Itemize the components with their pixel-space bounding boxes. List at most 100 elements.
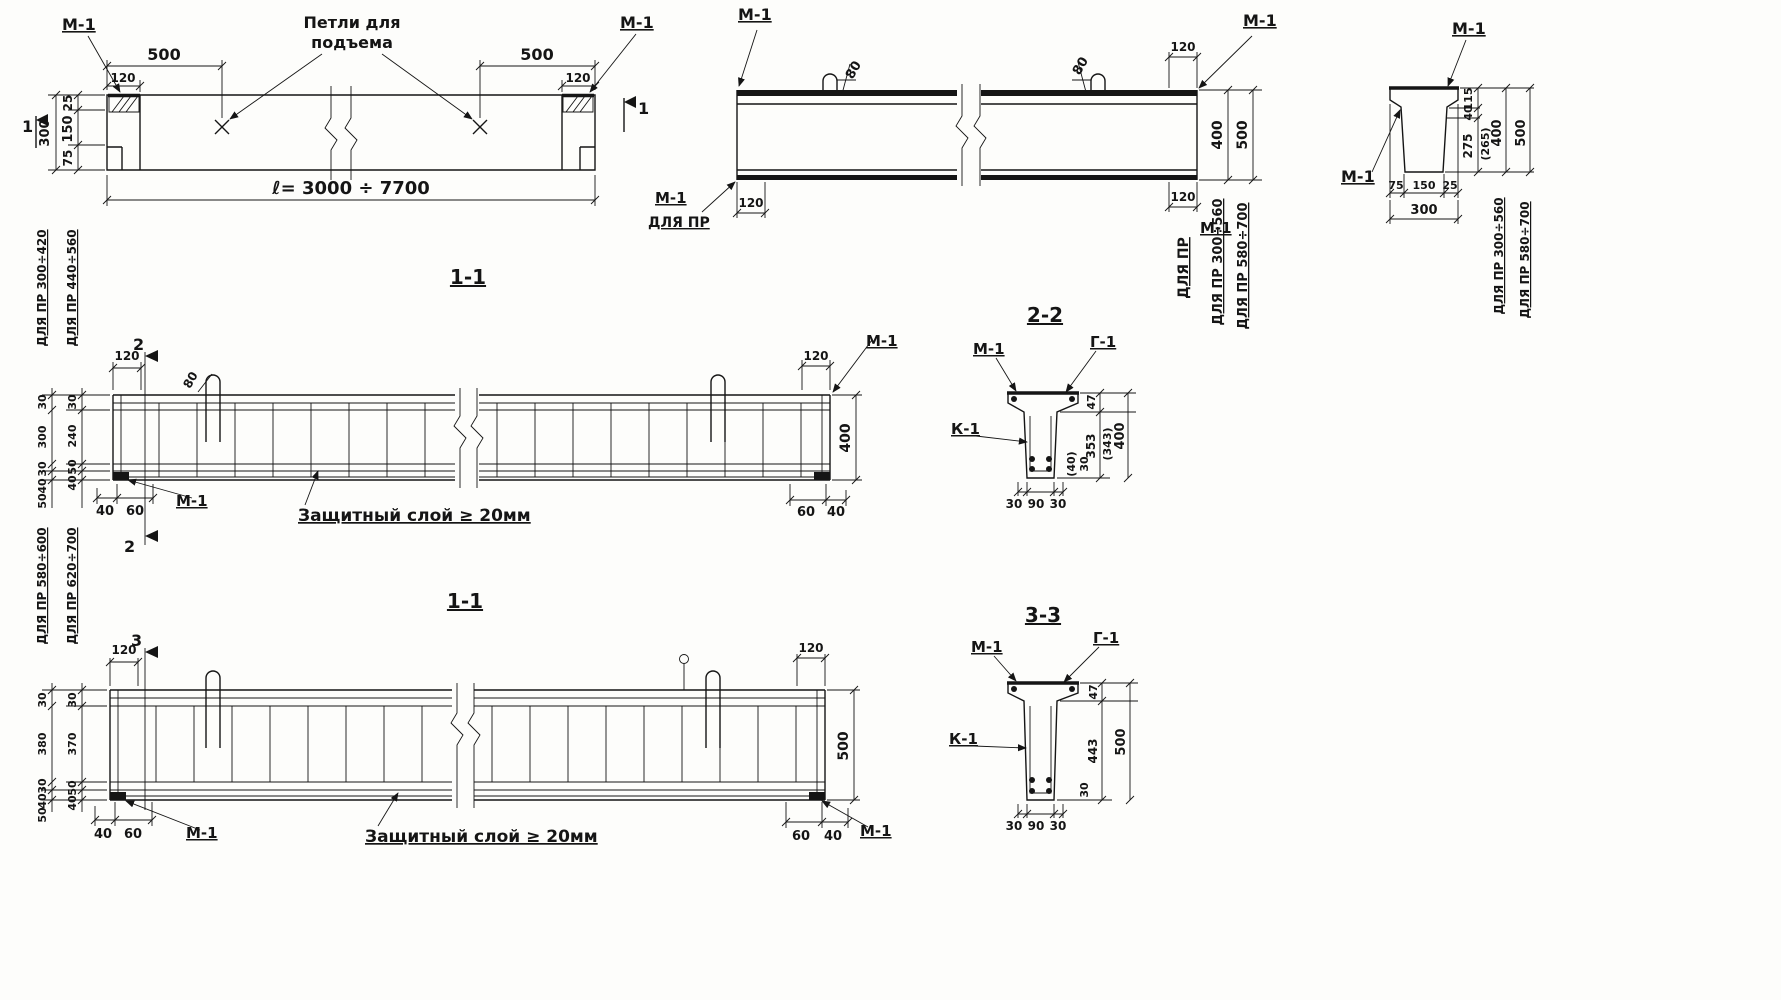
protective-layer-note: Защитный слой ≥ 20мм: [298, 506, 531, 526]
dim-90: 90: [1028, 497, 1045, 511]
lifting-loops: [205, 670, 721, 748]
m1-label: М-1: [1452, 19, 1486, 38]
dim-120: 120: [114, 349, 139, 363]
leader-m1-bottom-left: [125, 800, 201, 831]
range-label: ДЛЯ ПР 300÷560: [1492, 197, 1506, 314]
section-1-1-lower-drawing: 1-1 3 120 120 500 40 60 М-1 Защитный сло…: [35, 527, 892, 847]
section-outline: [1007, 682, 1079, 801]
leader-loop-left: [229, 53, 323, 120]
dimension-lines: [1390, 88, 1531, 220]
rebar-dot: [1046, 466, 1052, 472]
dim-50: 50: [36, 493, 49, 509]
rebar-dot: [1029, 456, 1035, 462]
dim-47: 47: [1085, 394, 1098, 409]
dimension-lines: [55, 65, 595, 201]
m1-label: М-1: [738, 5, 772, 24]
dim-40: 40: [66, 475, 79, 491]
leader-m1-top-right: [832, 339, 873, 393]
leader-k1: [973, 744, 1027, 752]
stirrup-inner: [1029, 706, 1052, 794]
m1-label: М-1: [186, 824, 218, 842]
leader-m1: [995, 357, 1017, 392]
stirrups: [158, 403, 802, 477]
dim-40: 40: [824, 829, 842, 844]
dim-30: 30: [36, 692, 49, 708]
dim-30: 30: [1050, 497, 1067, 511]
dim-25: 25: [61, 95, 75, 112]
loop-dim-gadget: [197, 373, 213, 393]
side-view-drawing: М-1 М-1 Петли для подъема 500 500 120 12…: [22, 13, 654, 206]
stirrups: [155, 706, 797, 782]
g1-label: Г-1: [1093, 629, 1119, 647]
section-outline: [1389, 87, 1459, 173]
m1-label: М-1: [860, 822, 892, 840]
dim-40: 40: [827, 505, 845, 520]
section3-flag-top: [145, 646, 158, 658]
section-1-1-upper-drawing: 1-1 2 2 120 80 М-1 120 400 40 60 М-1 Защ…: [35, 229, 898, 556]
rebar-dot: [1046, 777, 1052, 783]
extension-lines: [1389, 87, 1534, 224]
dim-40: 40: [36, 478, 49, 494]
leader-m1-top: [1447, 39, 1467, 87]
leader-k1: [975, 435, 1028, 445]
section1-flag-right: [624, 96, 636, 108]
k1-label: К-1: [949, 730, 978, 748]
dim-120: 120: [738, 196, 763, 210]
lifting-loop-marks: [214, 119, 488, 135]
dim-50: 50: [66, 780, 79, 796]
dimension-ticks: [1013, 388, 1133, 497]
range-label: ДЛЯ ПР 300÷560: [1211, 198, 1226, 325]
rebar-dot: [1069, 396, 1075, 402]
total-length: ℓ= 3000 ÷ 7700: [271, 178, 430, 199]
dim-240: 240: [66, 424, 79, 447]
bottom-band: [981, 175, 1197, 180]
m1-label: М-1: [62, 15, 96, 34]
dim-353: 353: [1084, 433, 1098, 458]
end-section-drawing: М-1 М-1 75 150 25 300 115 40 275 (265) 4…: [1341, 19, 1535, 319]
dlya-pr-label: ДЛЯ ПР: [648, 215, 710, 231]
section-2-2-drawing: 2-2 М-1 Г-1 К-1 47 353 (343) 400 30 (40)…: [951, 303, 1136, 511]
leader-m1-bottom-left: [701, 181, 736, 213]
dim-120: 120: [110, 71, 135, 85]
range-label: ДЛЯ ПР 300÷420: [35, 229, 49, 346]
leader-m1-top-right: [1198, 35, 1253, 89]
embed-plate-hatch: [111, 95, 593, 113]
dim-60: 60: [126, 504, 144, 519]
rebar-dot: [1029, 788, 1035, 794]
dlya-pr-label: ДЛЯ ПР: [1176, 237, 1192, 299]
dim-75: 75: [61, 150, 75, 167]
dim-500: 500: [147, 45, 180, 64]
dim-343-alt: (343): [1101, 427, 1114, 460]
dim-75: 75: [1388, 179, 1403, 192]
break-line: [453, 388, 484, 488]
leader-g1: [1065, 350, 1097, 393]
hook-symbol: [679, 654, 689, 664]
dim-300: 300: [38, 119, 53, 146]
lifting-loops: [205, 374, 726, 442]
bottom-band: [737, 175, 957, 180]
dim-500: 500: [520, 45, 553, 64]
dim-30: 30: [1050, 819, 1067, 833]
dim-120: 120: [803, 349, 828, 363]
dim-30: 30: [1006, 497, 1023, 511]
m1-label: М-1: [620, 13, 654, 32]
top-flange-band: [981, 90, 1197, 96]
dim-30: 30: [36, 394, 49, 410]
dim-500: 500: [1514, 119, 1529, 146]
dim-400-height: 400: [838, 423, 854, 452]
leader-m1-left: [87, 35, 121, 93]
m1-label: М-1: [1243, 11, 1277, 30]
dim-120: 120: [565, 71, 590, 85]
dim-30: 30: [66, 394, 79, 410]
protective-layer-note: Защитный слой ≥ 20мм: [365, 827, 598, 847]
stirrup-inner: [1029, 416, 1052, 472]
dim-400: 400: [1113, 422, 1128, 449]
dim-300: 300: [1410, 203, 1437, 218]
leader-protective-layer: [304, 470, 319, 506]
r ebar-dot: [1069, 686, 1075, 692]
elevation-drawing: М-1 М-1 80 80 120 120 М-1 ДЛЯ ПР 120 М-1…: [648, 5, 1277, 330]
dim-265-alt: (265): [1479, 127, 1492, 160]
leader-m1: [993, 655, 1017, 682]
extension-and-dim-lines: [736, 52, 1262, 218]
